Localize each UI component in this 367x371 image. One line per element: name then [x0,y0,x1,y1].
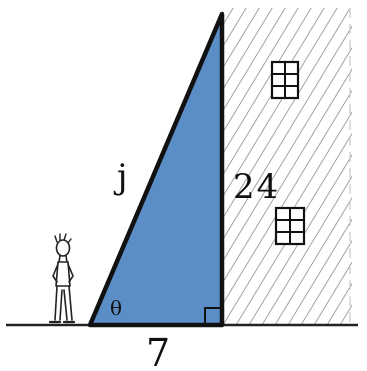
base-label: 7 [146,331,170,371]
window-upper-icon [270,60,300,100]
right-angle-marker [204,307,222,325]
standing-person-icon [48,233,76,324]
hatch-line [363,0,367,330]
angle-label: θ [110,296,122,320]
hatch-line [236,132,352,324]
hatch-line [222,8,312,156]
hatch-line [222,8,273,92]
hatch-line [262,175,352,324]
wall-hatching [0,0,367,330]
hatch-line [222,8,338,199]
hatch-line [222,8,351,221]
building-wall [0,0,367,330]
hatch-line [222,8,286,114]
hatch-line [314,261,352,324]
hatch-line [288,218,352,324]
hatch-line [249,154,352,324]
hypotenuse-label: j [113,157,128,197]
right-triangle [87,11,225,328]
hatch-line [0,0,95,330]
hatch-line [222,46,352,264]
hatch-line [275,197,352,324]
hatch-line [350,0,367,330]
hatch-line [222,25,352,242]
hatch-line [223,111,352,324]
hatch-line [222,8,299,135]
window-lower-icon [274,206,306,246]
hatch-line [222,68,352,285]
hatch-line [0,0,108,330]
vertical-side-label: 24 [233,167,280,207]
hatch-line [222,8,260,71]
hatch-line [222,8,325,178]
hatch-line [222,89,352,307]
hatch-line [301,240,352,324]
